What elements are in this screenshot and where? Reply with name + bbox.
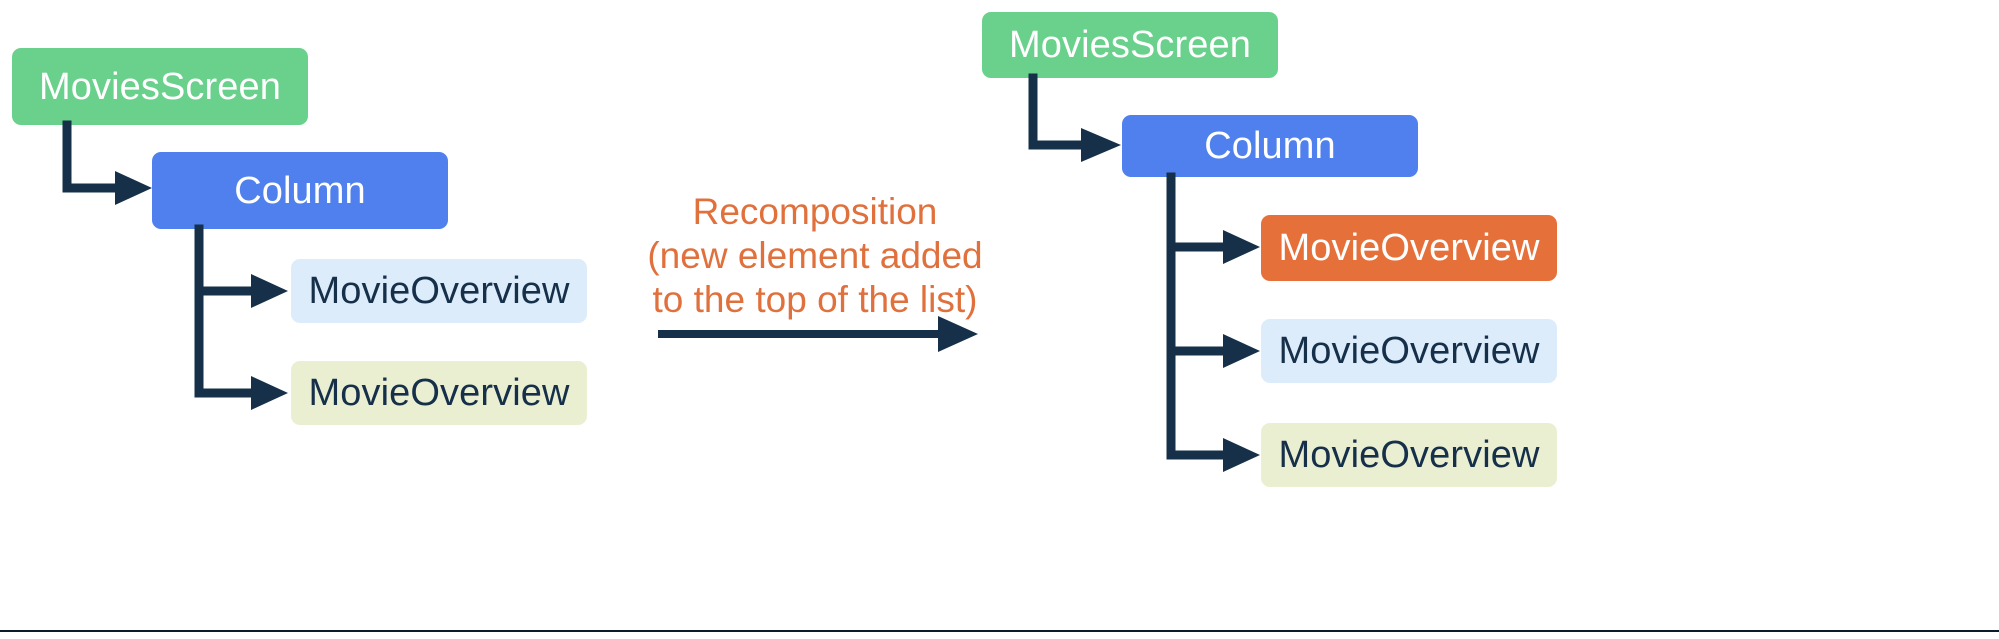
- recomposition-caption-line-1: Recomposition: [692, 191, 938, 232]
- left-node-movieoverview-1: MovieOverview: [291, 259, 587, 323]
- left-node-moviesscreen-label: MoviesScreen: [39, 65, 281, 108]
- left-node-moviesscreen: MoviesScreen: [12, 48, 308, 125]
- right-node-movieoverview-1: MovieOverview: [1261, 215, 1557, 281]
- left-connector-column-to-children: [192, 224, 302, 410]
- right-connector-column-to-children: [1164, 172, 1274, 472]
- right-connector-root-to-column: [1026, 73, 1136, 173]
- right-node-column-label: Column: [1204, 125, 1336, 167]
- right-node-movieoverview-1-label: MovieOverview: [1278, 227, 1540, 269]
- recomposition-caption-line-2: (new element added: [647, 235, 983, 276]
- left-node-column-label: Column: [234, 169, 366, 212]
- right-node-movieoverview-3: MovieOverview: [1261, 423, 1557, 487]
- recomposition-caption-line-3: to the top of the list): [652, 279, 978, 320]
- left-node-column: Column: [152, 152, 448, 229]
- right-node-column: Column: [1122, 115, 1418, 177]
- right-node-movieoverview-2-label: MovieOverview: [1278, 330, 1540, 372]
- left-node-movieoverview-2-label: MovieOverview: [308, 372, 570, 414]
- left-connector-root-to-column: [60, 120, 160, 215]
- right-node-movieoverview-3-label: MovieOverview: [1278, 434, 1540, 476]
- left-node-movieoverview-2: MovieOverview: [291, 361, 587, 425]
- bottom-divider: [0, 630, 1999, 632]
- right-node-movieoverview-2: MovieOverview: [1261, 319, 1557, 383]
- left-node-movieoverview-1-label: MovieOverview: [308, 270, 570, 312]
- right-node-moviesscreen-label: MoviesScreen: [1009, 24, 1251, 66]
- right-node-moviesscreen: MoviesScreen: [982, 12, 1278, 78]
